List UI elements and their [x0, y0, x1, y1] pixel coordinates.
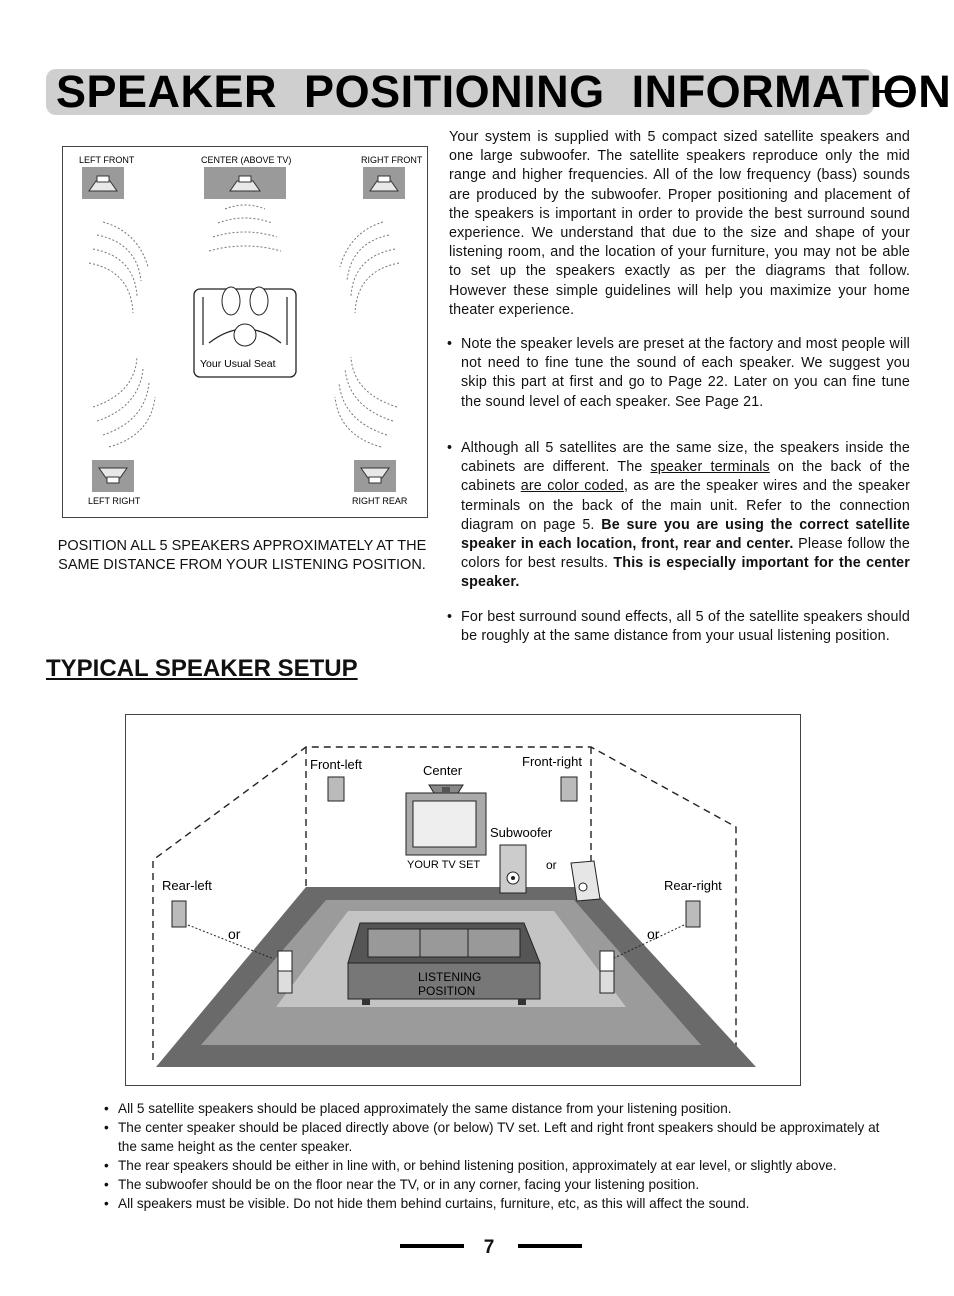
- color-coded-text: are color coded: [520, 478, 624, 495]
- tv-label: YOUR TV SET: [407, 859, 480, 871]
- intro-paragraph: Your system is supplied with 5 compact s…: [449, 129, 910, 318]
- emphasis-correct-speaker: Be sure you are using the correct satell…: [461, 516, 910, 553]
- section-heading: TYPICAL SPEAKER SETUP: [46, 655, 358, 682]
- listening-label-1: LISTENING: [418, 970, 481, 984]
- rear-right-speaker-icon: [685, 900, 701, 928]
- sound-wave-arcs: [88, 204, 400, 448]
- front-left-speaker-icon: [327, 776, 345, 802]
- seat-label: Your Usual Seat: [200, 358, 276, 370]
- bullet-dot: •: [104, 1177, 109, 1192]
- rear-alt-lines: [187, 924, 685, 960]
- rear-left-label: Rear-left: [162, 878, 212, 893]
- bullet-dot: •: [447, 440, 453, 456]
- setup-guidelines-list: •All 5 satellite speakers should be plac…: [104, 1099, 894, 1213]
- page-number: 7: [483, 1237, 495, 1258]
- list-item: •The subwoofer should be on the floor ne…: [104, 1177, 700, 1192]
- label-left-rear: LEFT RIGHT: [88, 496, 141, 506]
- bullet-dot: •: [104, 1101, 109, 1116]
- right-rear-speaker-icon: [353, 459, 397, 493]
- bullet-dot: •: [104, 1120, 109, 1135]
- speaker-terminals-text: speaker terminals: [650, 459, 770, 476]
- bullet-dot: •: [104, 1196, 109, 1211]
- speaker-layout-diagram: LEFT FRONT CENTER (ABOVE TV) RIGHT FRONT: [62, 146, 428, 518]
- subwoofer-icon: [499, 844, 527, 894]
- page-number-rule-left: [400, 1244, 464, 1248]
- title-rule: [876, 90, 908, 93]
- subwoofer-corner-icon: [570, 860, 601, 902]
- diagram-caption: POSITION ALL 5 SPEAKERS APPROXIMATELY AT…: [57, 538, 427, 573]
- or-left-label: or: [228, 926, 241, 942]
- center-speaker-icon: [204, 167, 286, 199]
- room-setup-diagram: YOUR TV SET Front-left Center Front-righ…: [125, 714, 801, 1086]
- front-left-label: Front-left: [310, 757, 362, 772]
- rear-right-alt-speaker-icon: [599, 950, 615, 994]
- bullet-dot: •: [447, 609, 453, 625]
- rear-left-speaker-icon: [171, 900, 187, 928]
- right-front-speaker-icon: [362, 166, 406, 200]
- bullet-dot: •: [104, 1158, 109, 1173]
- bullet-dot: •: [447, 336, 453, 352]
- left-front-speaker-icon: [81, 166, 125, 200]
- list-item: •All speakers must be visible. Do not hi…: [104, 1196, 750, 1211]
- rear-left-alt-speaker-icon: [277, 950, 293, 994]
- page-number-rule-right: [518, 1244, 582, 1248]
- label-center: CENTER (ABOVE TV): [201, 155, 291, 165]
- label-right-front: RIGHT FRONT: [361, 155, 423, 165]
- list-item: •The center speaker should be placed dir…: [104, 1120, 880, 1154]
- seat-icon: [193, 286, 297, 378]
- listening-label-2: POSITION: [418, 984, 475, 998]
- label-right-rear: RIGHT REAR: [352, 496, 408, 506]
- emphasis-center-speaker: This is especially important for the cen…: [461, 555, 910, 591]
- sofa-icon: [347, 922, 541, 1005]
- rear-right-label: Rear-right: [664, 878, 722, 893]
- page-title: SPEAKER POSITIONING INFORMATION: [56, 66, 952, 117]
- label-left-front: LEFT FRONT: [79, 155, 135, 165]
- center-label: Center: [423, 763, 463, 778]
- list-item: •The rear speakers should be either in l…: [104, 1158, 837, 1173]
- or-right-label: or: [647, 926, 660, 942]
- title-banner: [46, 69, 874, 115]
- front-right-label: Front-right: [522, 754, 582, 769]
- list-item: •All 5 satellite speakers should be plac…: [104, 1101, 732, 1116]
- bullet-speaker-levels: • Note the speaker levels are preset at …: [447, 336, 910, 410]
- tv-set-icon: [405, 784, 487, 856]
- left-rear-speaker-icon: [91, 459, 135, 493]
- or-subwoofer-label: or: [546, 858, 557, 872]
- room-setup-svg: YOUR TV SET Front-left Center Front-righ…: [152, 746, 756, 1067]
- bullet-same-distance: • For best surround sound effects, all 5…: [447, 609, 910, 645]
- front-right-speaker-icon: [560, 776, 578, 802]
- speaker-layout-svg: LEFT FRONT CENTER (ABOVE TV) RIGHT FRONT: [79, 155, 423, 506]
- subwoofer-label: Subwoofer: [490, 825, 553, 840]
- room-walls: [152, 746, 737, 1060]
- bullet-color-coding: • Although all 5 satellites are the same…: [447, 440, 910, 591]
